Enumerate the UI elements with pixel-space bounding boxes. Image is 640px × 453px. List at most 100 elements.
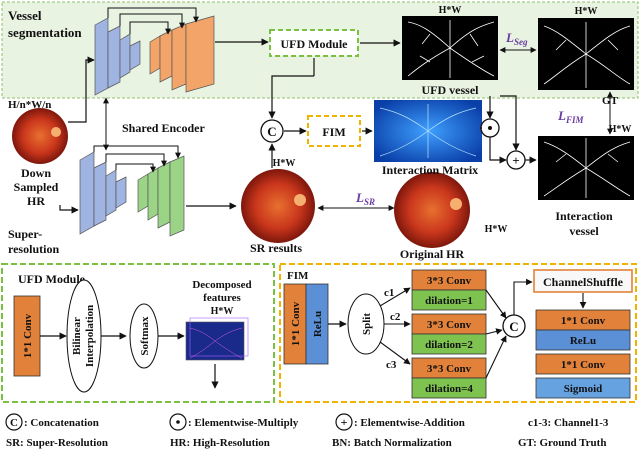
decomposed-label-2: features [203,292,241,304]
down-sampled-label-2: Sampled [14,180,59,194]
decoder-blocks-bottom [137,155,185,237]
branch-2-conv: 3*3 Conv [427,319,472,331]
hw-top-vessel: H*W [439,5,462,16]
interaction-vessel-label-2: vessel [569,224,599,238]
softmax-label: Softmax [139,316,151,356]
original-hr-label: Original HR [400,247,465,261]
ufd-hw-label: H*W [211,306,234,317]
decoder-blocks-top [149,15,215,93]
fim-conv-label: 1*1 Conv [290,301,302,346]
c3-label: c3 [386,359,397,371]
hw-original: H*W [485,224,508,235]
original-hr-image [394,172,470,248]
legend-add-icon [335,413,353,431]
down-sampled-label-3: HR [27,194,45,208]
sigmoid-label: Sigmoid [564,383,603,395]
arrow-b2-to-concat [485,328,503,335]
skip-connections-bottom [93,145,181,173]
sr-results-label: SR results [250,241,302,255]
ufd-module-label: UFD Module [281,37,349,51]
ufd-module-box [269,29,359,57]
input-retina-image [12,108,68,164]
bilinear-label-2: Interpolation [84,305,96,367]
legend-concat-text: : Concatenation [24,417,99,429]
arrow-input-to-top-encoder [68,56,95,123]
c1-label: c1 [384,287,394,299]
multiply-dot-icon [488,126,492,130]
add-node-label: + [512,153,519,168]
optic-disc-sr [294,194,306,206]
ufd-vessel-pattern [407,20,495,78]
post-conv2-label: 1*1 Conv [561,359,606,371]
optic-disc-input [51,127,61,137]
arrow-split-c3 [379,341,411,365]
fim-detail-title: FIM [287,270,309,282]
super-resolution-label-1: Super- [8,227,42,241]
legend-multiply-dot [176,420,180,424]
decomposed-pattern [189,327,243,359]
legend-concat-symbol: C [10,417,18,429]
fim-label: FIM [322,125,345,139]
post-relu-label: ReLu [570,335,596,347]
vessel-segmentation-title-2: segmentation [8,25,82,40]
branch-1: 3*3 Conv dilation=1 [411,269,487,311]
l-seg-label: LSeg [505,30,528,47]
c2-label: c2 [390,311,401,323]
branch-2-dilation: dilation=2 [425,339,473,351]
interaction-matrix-pattern [379,104,477,158]
decomposed-stack-outline [189,317,249,357]
arrow-vessel-to-add [500,95,520,151]
arrow-ufd-to-concat [268,75,314,119]
concat-node [260,119,284,143]
hw-top-right: H*W [575,6,598,17]
fim-concat-label: C [509,319,518,334]
input-size-label: H/n*W/n [8,99,51,111]
fim-relu-label: ReLu [312,311,324,337]
sr-results-image [241,169,315,243]
encoder-blocks-top [94,17,141,96]
branch-1-dilation: dilation=1 [425,295,473,307]
legend-add-text: : Elementwise-Addition [354,417,465,429]
super-resolution-label-2: resolution [8,242,59,256]
bilinear-label-1: Bilinear [71,317,83,355]
branch-3-conv: 3*3 Conv [427,363,472,375]
channel-shuffle-label: ChannelShuffle [543,275,624,289]
interaction-vessel-label-1: Interaction [555,209,613,223]
arrow-b3-to-concat [485,335,507,379]
ufd-vessel-label: UFD vessel [422,83,480,97]
down-sampled-label-1: Down [21,166,51,180]
branch-3-dilation: dilation=4 [425,383,473,395]
hw-gt: H*W [609,124,632,135]
shared-encoder-label: Shared Encoder [122,121,205,135]
branch-2: 3*3 Conv dilation=2 [411,313,487,355]
arrow-input-to-bottom-encoder [59,205,79,214]
legend-channel-text: c1-3: Channel1-3 [528,417,609,429]
arrow-mult-to-add [489,137,507,164]
arrow-b1-to-concat [485,289,507,319]
l-fim-label: LFIM [557,108,584,125]
arrow-concat-to-shuffle [513,278,533,315]
legend-hr-text: HR: High-Resolution [170,437,270,449]
legend-add-symbol: + [341,415,348,429]
interaction-vessel-pattern [543,138,631,198]
branch-3: 3*3 Conv dilation=4 [411,357,487,399]
interaction-matrix-label: Interaction Matrix [382,163,478,177]
legend-gt-text: GT: Ground Truth [518,437,606,449]
split-label: Split [361,313,373,335]
gt-vessel-pattern [543,22,631,88]
hw-sr: H*W [273,158,296,169]
arrow-split-c1 [379,287,411,307]
branch-1-conv: 3*3 Conv [427,275,472,287]
legend-concat-icon [5,413,23,431]
post-conv2-block [535,353,631,375]
legend: C : Concatenation : Elementwise-Multiply… [5,413,609,449]
decomposed-label-1: Decomposed [192,279,251,291]
legend-bn-text: BN: Batch Normalization [332,437,452,449]
legend-multiply-text: : Elementwise-Multiply [188,417,299,429]
skip-connections-top [107,7,199,35]
concat-node-label: C [267,124,276,139]
vessel-segmentation-title: Vessel [8,8,42,23]
optic-disc-original [450,198,462,210]
